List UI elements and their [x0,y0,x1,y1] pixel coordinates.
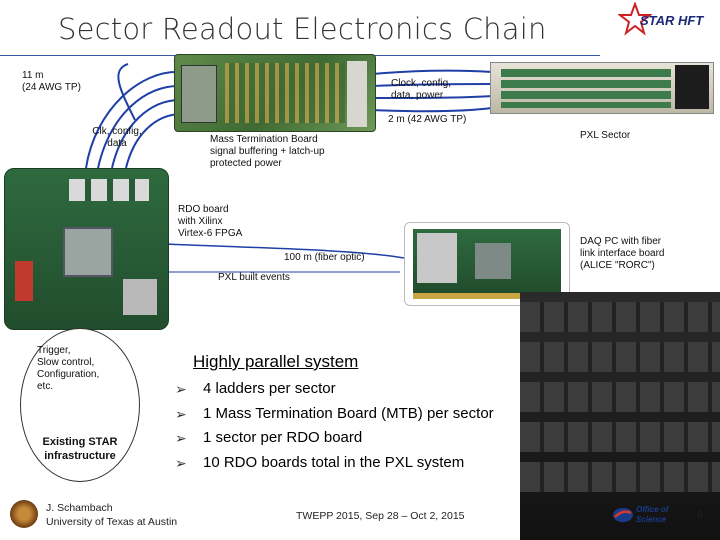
ladder-1 [501,69,671,77]
cable-11m-1 [85,70,181,169]
daq-label: DAQ PC with fiber link interface board (… [580,236,665,271]
cable-11m-4 [125,113,181,169]
cable-2m-1 [371,69,493,75]
fiber-label: 100 m (fiber optic) [284,252,365,263]
star-logo [617,1,653,36]
cable-2m-4 [371,107,493,113]
mtb-components [225,63,345,123]
rorc-pci-edge [413,293,561,299]
list-item: ➢1 sector per RDO board [175,426,494,451]
star-icon [617,1,653,36]
rdo-board-photo [4,168,169,330]
clock-config-label: Clock, config, data, power [391,78,452,101]
rorc-fiber-ports [417,233,457,283]
fpga-chip [63,227,113,277]
rack-unit-2 [520,342,720,372]
ladder-4 [501,102,671,108]
cables-2m [371,69,493,113]
doe-swoosh-icon [613,508,633,522]
clk-config-label: Clk, config, data [92,126,142,149]
list-item: ➢10 RDO boards total in the PXL system [175,451,494,476]
rdo-fiber-module [123,279,157,315]
existing-star-text: Existing STAR infrastructure [42,436,118,462]
rack-unit-3 [520,382,720,412]
arrow-bullet-icon: ➢ [175,430,187,446]
list-item: ➢1 Mass Termination Board (MTB) per sect… [175,402,494,427]
list-item: ➢4 ladders per sector [175,377,494,402]
cable-11m-label: 11 m (24 AWG TP) [22,70,81,93]
rdo-label: RDO board with Xilinx Virtex-6 FPGA [178,204,243,239]
mtb-label: Mass Termination Board signal buffering … [210,134,325,169]
pxl-events-label: PXL built events [218,272,290,283]
mtb-board-photo [174,54,376,132]
ut-seal-logo [10,500,38,528]
pxl-sector-label: PXL Sector [580,130,631,141]
rdo-red-connector [15,261,33,301]
footer-conference: TWEPP 2015, Sep 28 – Oct 2, 2015 [296,510,465,522]
star-hft-logo-text: STAR HFT [640,13,704,28]
doe-logo [612,506,634,524]
footer-author: J. Schambach University of Texas at Aust… [46,502,178,528]
rdo-connectors [69,179,149,201]
mtb-connector [181,65,217,123]
pxl-sector-photo [490,62,714,114]
ladder-3 [501,91,671,99]
daq-rack-photo [520,292,720,540]
cable-2m-label: 2 m (42 AWG TP) [388,114,467,125]
page-number: 6 [697,509,703,521]
highlights-list: ➢4 ladders per sector ➢1 Mass Terminatio… [175,377,494,475]
rack-unit-1 [520,302,720,332]
fiber-link [164,243,405,259]
cable-11m-5 [117,63,136,121]
cable-11m-3 [111,99,181,169]
trigger-text: Trigger, Slow control, Configuration, et… [37,345,100,392]
rack-unit-4 [520,422,720,452]
cable-11m-2 [97,84,181,169]
rorc-chip [475,243,511,279]
cable-2m-3 [371,95,493,99]
office-of-science-text: Office of Science [636,505,669,524]
arrow-bullet-icon: ➢ [175,381,187,397]
star-infrastructure-ellipse: Trigger, Slow control, Configuration, et… [20,328,140,482]
ladder-2 [501,80,671,88]
mtb-edge-connector [347,61,367,127]
page-title: Sector Readout Electronics Chain [58,12,547,46]
cable-2m-2 [371,83,493,87]
rorc-board-photo [404,222,570,306]
arrow-bullet-icon: ➢ [175,405,187,422]
cables-11m [85,63,181,169]
sector-end [675,65,709,109]
highlights-heading: Highly parallel system [193,352,359,371]
rack-unit-5 [520,462,720,492]
arrow-bullet-icon: ➢ [175,454,187,471]
